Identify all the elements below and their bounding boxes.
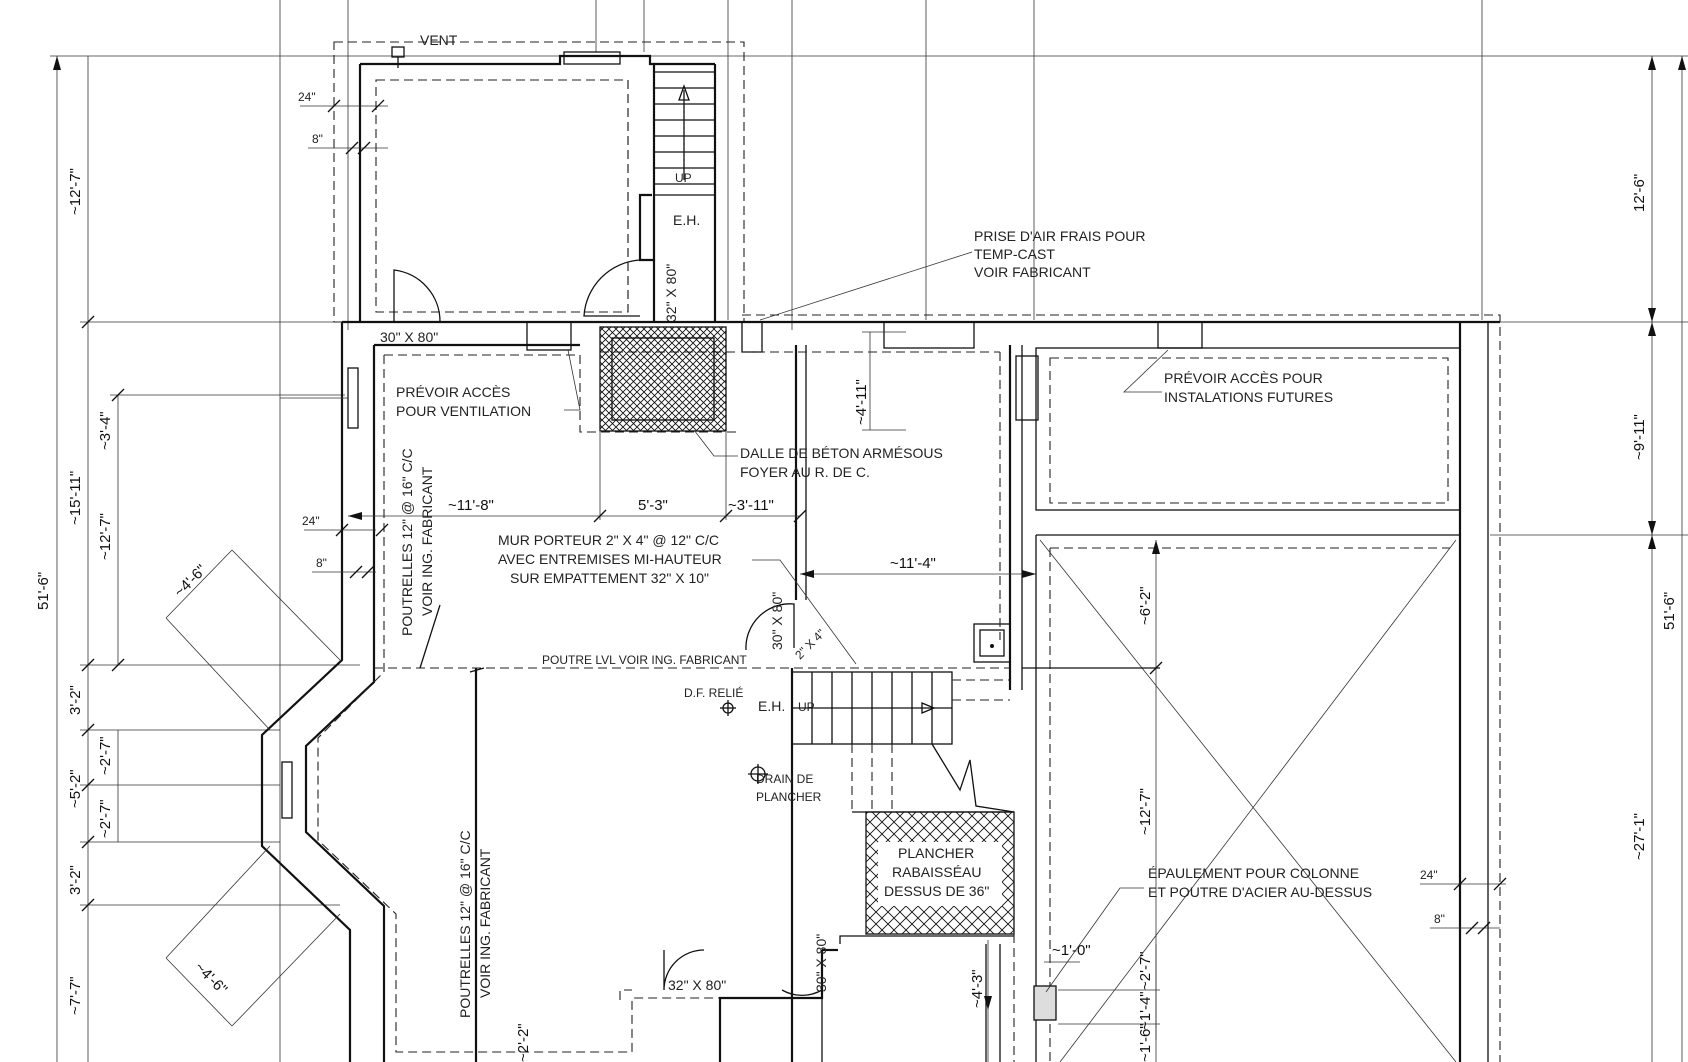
main-foundation	[260, 314, 1501, 1062]
plan-dimensions: ~11'-8" 5'-3" ~3'-11" ~4'-11" ~11'-4" ~6…	[165, 331, 1507, 1062]
dim-left-7-7: ~7'-7"	[67, 976, 84, 1015]
dim-24-a: 24"	[298, 90, 316, 104]
label-prevoir-vent-1: PRÉVOIR ACCÈS	[396, 384, 510, 400]
label-prise-3: VOIR FABRICANT	[974, 264, 1091, 280]
label-mur-2: AVEC ENTREMISES MI-HAUTEUR	[498, 551, 722, 567]
central-stairs	[791, 671, 1015, 813]
label-poutrelles-1b: VOIR ING. FABRICANT	[419, 466, 435, 616]
dim-2-2: ~2'-2"	[515, 1023, 532, 1062]
floor-symbols	[720, 700, 768, 784]
dim-left-12-7-mid: ~12'-7"	[97, 513, 114, 560]
dim-4-6-b: ~4'-6"	[191, 959, 230, 998]
top-room: VENT UP E.H. 32" X 80"	[298, 32, 745, 345]
right-dimension-chain: 12'-6" ~9'-11" ~27'-1" 51'-6"	[1631, 56, 1686, 1062]
dim-left-15-11: ~15'-11"	[67, 471, 84, 525]
label-stud: 2" X 4"	[792, 626, 828, 662]
dim-left-2-7-b: ~2'-7"	[97, 799, 114, 838]
dim-11-8: ~11'-8"	[448, 497, 494, 514]
dim-1-0: ~1'-0"	[1052, 942, 1091, 959]
label-prevoir-vent-2: POUR VENTILATION	[396, 403, 531, 419]
label-eh-mid: E.H.	[758, 698, 785, 714]
label-prevoir-inst-2: INSTALATIONS FUTURES	[1164, 389, 1333, 405]
label-plancher-3: DESSUS DE 36"	[884, 883, 989, 899]
label-plancher-1: PLANCHER	[898, 845, 974, 861]
label-plancher-2: RABAISSÉAU	[892, 864, 981, 880]
label-df: D.F. RELIÉ	[684, 685, 743, 700]
dim-6-2: ~6'-2"	[1137, 586, 1154, 625]
dim-4-3: ~4'-3"	[969, 969, 986, 1008]
label-drain-1: DRAIN DE	[756, 772, 813, 786]
label-prise-1: PRISE D'AIR FRAIS POUR	[974, 228, 1145, 244]
label-eh-top: E.H.	[673, 212, 700, 228]
dim-11-4: ~11'-4"	[890, 555, 936, 572]
dim-12-7-right: ~12'-7"	[1137, 788, 1154, 835]
column-pad	[1033, 985, 1057, 1021]
label-door-30x80-mid: 30" X 80"	[769, 592, 785, 650]
dim-1-6: ~1'-6"	[1137, 1023, 1154, 1062]
label-epaulement-1: ÉPAULEMENT POUR COLONNE	[1148, 865, 1359, 881]
label-up-top: UP	[675, 171, 692, 185]
label-poutrelles-2b: VOIR ING. FABRICANT	[477, 848, 493, 998]
dim-left-3-4: ~3'-4"	[97, 411, 114, 450]
annotations: PRISE D'AIR FRAIS POUR TEMP-CAST VOIR FA…	[396, 228, 1372, 1018]
dim-left-3-2-b: 3'-2"	[67, 865, 84, 895]
label-drain-2: PLANCHER	[756, 790, 822, 804]
lowered-floor-hatch	[865, 811, 1015, 935]
label-mur-3: SUR EMPATTEMENT 32" X 10"	[510, 570, 709, 586]
dim-right-12-6: 12'-6"	[1631, 174, 1648, 212]
dim-4-11: ~4'-11"	[853, 379, 870, 425]
left-dimension-chain: 51'-6" ~12'-7" ~15'-11" ~3'-4" ~12'-7" 3…	[35, 56, 360, 1062]
dim-right-total: 51'-6"	[1661, 592, 1678, 630]
label-mur-1: MUR PORTEUR 2" X 4" @ 12" C/C	[498, 532, 719, 548]
dim-left-total: 51'-6"	[35, 572, 52, 610]
dim-24-right: 24"	[1420, 868, 1438, 882]
label-poutre-lvl: POUTRE LVL VOIR ING. FABRICANT	[542, 653, 747, 667]
hatched-slab	[599, 326, 727, 432]
label-up-mid: UP	[798, 700, 815, 714]
dim-8-b: 8"	[316, 556, 327, 570]
dim-8-right: 8"	[1434, 912, 1445, 926]
dim-3-11: ~3'-11"	[728, 497, 774, 514]
dim-left-12-7-top: ~12'-7"	[67, 168, 84, 215]
leader-lines	[564, 251, 1169, 993]
interior-beams	[374, 604, 1160, 1062]
label-prise-2: TEMP-CAST	[974, 246, 1055, 262]
label-dalle-1: DALLE DE BÉTON ARMÉSOUS	[740, 445, 943, 461]
dim-right-27-1: ~27'-1"	[1631, 813, 1648, 860]
dim-left-5-2: ~5'-2"	[67, 769, 84, 808]
dim-24-b: 24"	[302, 514, 320, 528]
label-door-30x80-low: 30" X 80"	[813, 934, 829, 992]
top-stairs	[654, 71, 715, 196]
dim-left-2-7-a: ~2'-7"	[97, 736, 114, 775]
dim-2-7-small: ~2'-7"	[1137, 951, 1154, 990]
label-door-32x80-low: 32" X 80"	[668, 977, 726, 993]
dim-8-a: 8"	[312, 132, 323, 146]
label-vent: VENT	[420, 32, 458, 48]
label-poutrelles-2a: POUTRELLES 12" @ 16" C/C	[457, 830, 473, 1018]
label-poutrelles-1a: POUTRELLES 12" @ 16" C/C	[399, 448, 415, 636]
dim-1-4: ~1'-4"	[1137, 991, 1154, 1030]
label-door-30x80-top: 30" X 80"	[380, 329, 438, 345]
dim-4-6-a: ~4'-6"	[171, 561, 210, 600]
label-dalle-2: FOYER AU R. DE C.	[740, 464, 870, 480]
label-epaulement-2: ET POUTRE D'ACIER AU-DESSUS	[1148, 884, 1372, 900]
dim-5-3: 5'-3"	[638, 497, 668, 514]
dim-left-3-2-a: 3'-2"	[67, 685, 84, 715]
label-prevoir-inst-1: PRÉVOIR ACCÈS POUR	[1164, 370, 1323, 386]
label-door-32x80-v: 32" X 80"	[663, 264, 679, 322]
dim-right-9-11: ~9'-11"	[1631, 414, 1648, 460]
door-swings: 30" X 80" 32" X 80" 30" X 80"	[663, 592, 829, 997]
water-heater	[973, 623, 1011, 663]
